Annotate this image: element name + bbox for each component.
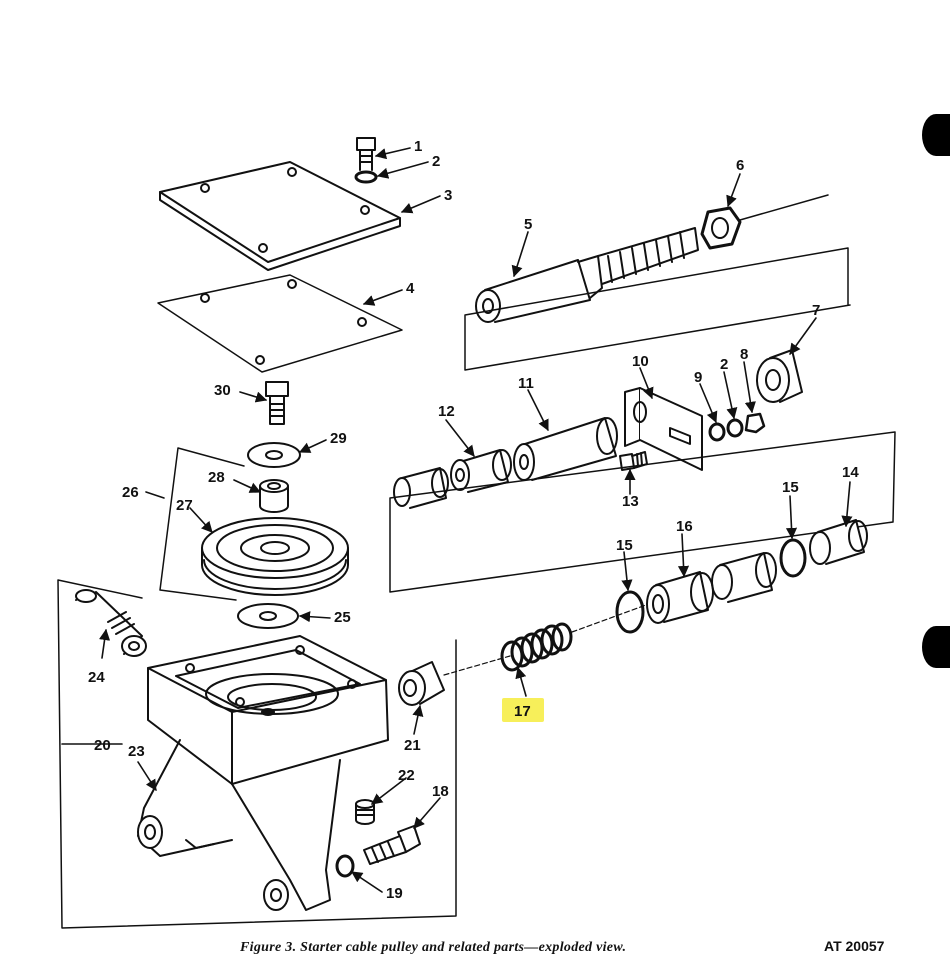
plug-part-22 xyxy=(355,799,375,825)
callout-14: 14 xyxy=(842,464,859,481)
figure-number: AT 20057 xyxy=(824,938,885,954)
callout-2b: 2 xyxy=(720,356,728,373)
group-bracket-20 xyxy=(57,579,457,929)
callout-16: 16 xyxy=(676,518,693,535)
binder-hole-bottom xyxy=(922,626,950,668)
callout-23: 23 xyxy=(128,743,145,760)
callout-10: 10 xyxy=(632,353,649,370)
callout-1: 1 xyxy=(414,138,422,155)
callout-20: 20 xyxy=(94,737,111,754)
highlight-callout-17 xyxy=(502,698,544,722)
callout-26: 26 xyxy=(122,484,139,501)
leader-arrows xyxy=(61,147,853,893)
washer-part-25 xyxy=(237,603,299,629)
sleeve-part-14 xyxy=(809,519,868,565)
callout-13: 13 xyxy=(622,493,639,510)
group-box-7-10 xyxy=(464,247,851,371)
bushing-part-28 xyxy=(259,479,289,513)
sleeve-middle xyxy=(711,552,777,603)
callout-15-left: 15 xyxy=(616,537,633,554)
nut-part-6 xyxy=(700,206,742,250)
callout-24: 24 xyxy=(88,669,105,686)
bolt-part-1 xyxy=(356,137,376,171)
callout-2: 2 xyxy=(432,153,440,170)
group-box-12-16 xyxy=(389,431,896,593)
callout-3: 3 xyxy=(444,187,452,204)
callout-21: 21 xyxy=(404,737,421,754)
binder-hole-top xyxy=(922,114,950,156)
pin-part-24 xyxy=(75,589,147,657)
tube-part-11 xyxy=(513,417,618,481)
callout-5: 5 xyxy=(524,216,532,233)
callout-29: 29 xyxy=(330,430,347,447)
callout-30: 30 xyxy=(214,382,231,399)
callout-labels: 1 2 3 4 5 6 7 8 9 2 10 11 12 13 14 15 15… xyxy=(88,138,859,902)
housing-part-20 xyxy=(137,635,389,911)
snapring-part-15-left xyxy=(615,590,645,634)
callout-28: 28 xyxy=(208,469,225,486)
callout-6: 6 xyxy=(736,157,744,174)
callout-12: 12 xyxy=(438,403,455,420)
bracket-part-10 xyxy=(624,387,703,471)
centerline-lower xyxy=(443,604,647,676)
bolt-part-18 xyxy=(363,825,421,865)
callout-4: 4 xyxy=(406,280,415,297)
lockwasher-part-2b xyxy=(726,418,744,438)
lockwasher-part-2 xyxy=(354,170,378,184)
snapring-part-15-right xyxy=(779,538,807,578)
lockwasher-part-19 xyxy=(335,854,355,878)
group-bracket-26 xyxy=(159,447,245,601)
callout-27: 27 xyxy=(176,497,193,514)
callout-8: 8 xyxy=(740,346,748,363)
callout-18: 18 xyxy=(432,783,449,800)
callout-15-right: 15 xyxy=(782,479,799,496)
callout-17: 17 xyxy=(514,703,531,720)
gasket-part-4 xyxy=(157,274,403,373)
bushing-part-16 xyxy=(646,571,714,624)
spacer-part-12 xyxy=(393,449,512,509)
washer-part-29 xyxy=(247,442,301,468)
cover-plate-part-3 xyxy=(159,161,401,271)
bolt-part-30 xyxy=(265,381,289,425)
callout-9: 9 xyxy=(694,369,702,386)
callout-11: 11 xyxy=(518,375,534,392)
spring-part-17 xyxy=(500,622,573,672)
callout-7: 7 xyxy=(812,302,820,319)
bearing-part-7 xyxy=(756,349,803,403)
callout-19: 19 xyxy=(386,885,403,902)
nut-part-8 xyxy=(744,412,766,434)
callout-25: 25 xyxy=(334,609,351,626)
bushing-part-21 xyxy=(398,661,445,706)
pulley-part-27 xyxy=(201,517,349,596)
callout-22: 22 xyxy=(398,767,415,784)
figure-caption: Figure 3. Starter cable pulley and relat… xyxy=(240,940,627,955)
washer-part-9 xyxy=(708,422,726,442)
centerline-shaft xyxy=(739,194,829,221)
